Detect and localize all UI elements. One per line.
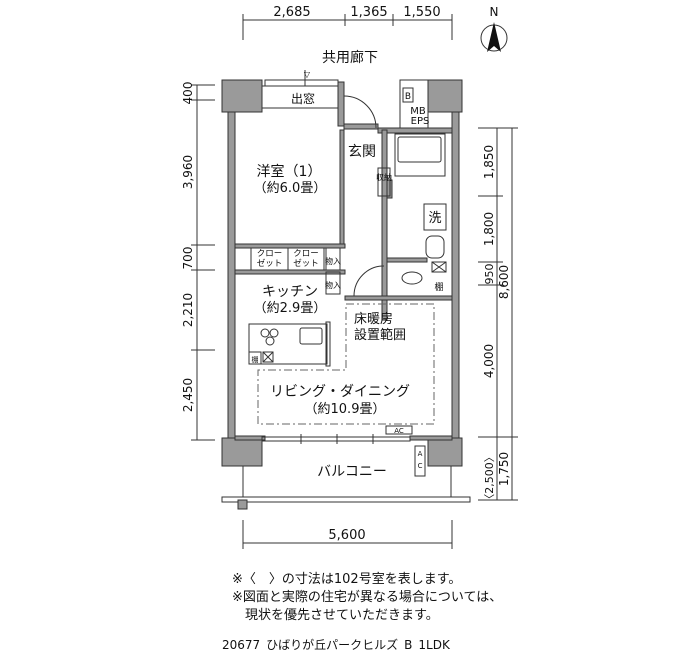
svg-text:収納: 収納: [376, 172, 392, 182]
kitchen-label: キッチン: [262, 284, 318, 300]
dim-top-1: 2,685: [273, 5, 310, 20]
living-label: リビング・ダイニング: [270, 384, 410, 400]
toilet-door[interactable]: [353, 265, 385, 297]
svg-text:N: N: [490, 5, 499, 19]
svg-text:物入: 物入: [325, 256, 341, 266]
balcony-label: バルコニー: [317, 464, 387, 480]
floor-heating-area: [257, 303, 435, 425]
svg-text:物入: 物入: [325, 280, 341, 290]
plan-caption: 20677_ひばりが丘パークヒルズ_B_1LDK: [222, 638, 450, 650]
svg-text:AC: AC: [394, 427, 404, 435]
storage-a[interactable]: [325, 247, 341, 271]
storage-b[interactable]: [325, 271, 341, 295]
svg-text:2,210: 2,210: [181, 293, 195, 327]
bottom-dimension: 5,600: [242, 520, 453, 549]
washing-machine-area: [423, 203, 447, 231]
storage: [377, 167, 391, 197]
right-dimension: 1,850 1,800 950 4,000 〈2,500〉 8,600 1,75…: [478, 127, 518, 505]
svg-text:〈2,500〉: 〈2,500〉: [483, 451, 496, 505]
svg-text:1,850: 1,850: [482, 145, 496, 179]
corridor-label: 共用廊下: [322, 49, 378, 66]
top-dimension: 2,685 1,365 1,550: [242, 5, 453, 40]
western-room-size: （約6.0畳）: [254, 181, 327, 196]
svg-text:950: 950: [483, 264, 496, 285]
left-dimension: 400 3,960 700 2,210 2,450: [181, 82, 215, 441]
washbasin-icon: [425, 235, 445, 259]
svg-text:400: 400: [181, 82, 195, 105]
svg-text:700: 700: [181, 247, 195, 270]
svg-text:設置範囲: 設置範囲: [354, 327, 406, 343]
shelf-label: 棚: [434, 281, 443, 293]
svg-text:床暖房: 床暖房: [354, 311, 393, 327]
kitchen-size: （約2.9畳）: [254, 301, 327, 316]
svg-text:EPS: EPS: [411, 116, 430, 127]
svg-text:3,960: 3,960: [181, 155, 195, 189]
ac-indoor-unit: [385, 425, 413, 435]
svg-text:2,450: 2,450: [181, 378, 195, 412]
vent-icon: [431, 261, 447, 273]
svg-text:C: C: [418, 462, 423, 470]
dim-top-3: 1,550: [403, 5, 440, 20]
closet-1-label: クロー ゼット: [256, 249, 283, 269]
north-compass-icon: N: [480, 5, 508, 52]
svg-text:▽: ▽: [304, 70, 311, 79]
svg-text:1,750: 1,750: [497, 452, 511, 486]
entrance-door[interactable]: [343, 95, 377, 129]
toilet-icon: [401, 271, 423, 285]
balcony-railing: [221, 466, 471, 510]
note-2: ※図面と実際の住宅が異なる場合については、: [232, 590, 503, 605]
svg-text:1,800: 1,800: [482, 212, 496, 246]
bathtub-icon: [394, 133, 446, 177]
living-size: （約10.9畳）: [305, 402, 386, 417]
svg-text:8,600: 8,600: [497, 265, 511, 299]
dim-top-2: 1,365: [350, 5, 387, 20]
sink-icon: [299, 327, 323, 345]
svg-text:棚: 棚: [252, 355, 259, 364]
svg-text:洗: 洗: [428, 211, 441, 226]
svg-text:B: B: [405, 92, 411, 102]
walls: [221, 79, 463, 467]
bay-window: [261, 85, 339, 109]
entrance-label: 玄関: [348, 143, 376, 160]
svg-text:MB: MB: [410, 106, 426, 117]
mb-eps: [399, 79, 429, 129]
bay-window-label: 出窓: [291, 91, 315, 106]
closet-2[interactable]: [287, 247, 325, 271]
note-1: ※〈 〉の寸法は102号室を表します。: [232, 572, 462, 587]
kitchen-counter: [248, 321, 331, 367]
svg-text:A: A: [418, 450, 423, 458]
svg-text:5,600: 5,600: [328, 528, 365, 543]
ac-outdoor-unit: [414, 445, 426, 477]
closet-2-label: クロー ゼット: [293, 249, 319, 269]
western-room-label: 洋室（1）: [257, 163, 322, 180]
note-3: 現状を優先させていただきます。: [232, 608, 439, 623]
svg-text:4,000: 4,000: [482, 344, 496, 378]
